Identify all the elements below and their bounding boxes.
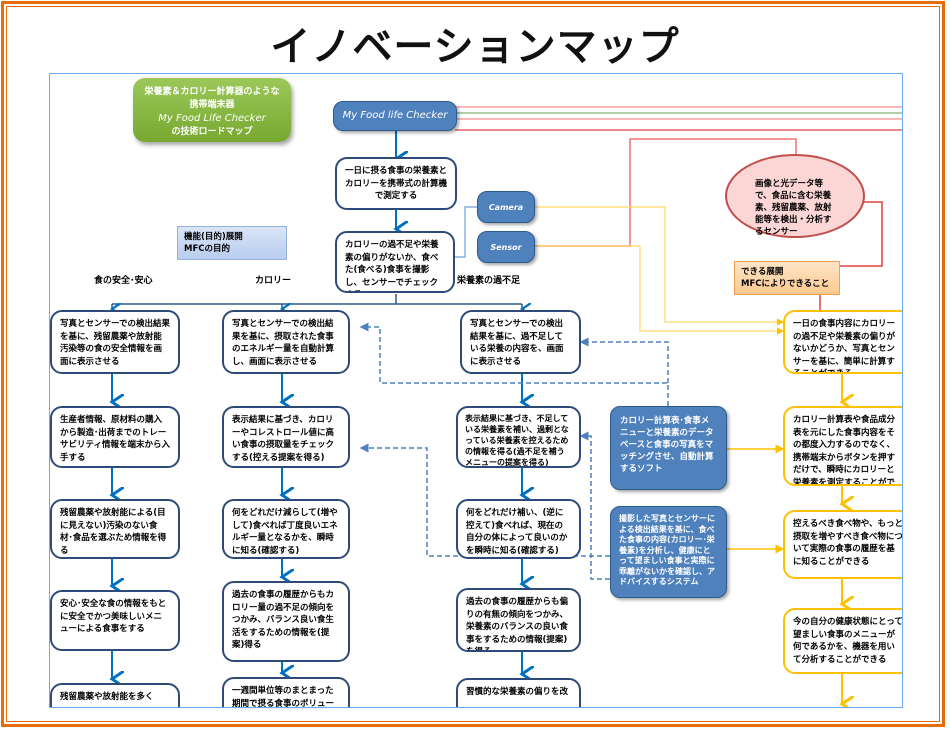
roadmap-title-line: の技術ロードマップ	[171, 127, 253, 137]
legend-capability-title: できる展開	[741, 267, 784, 277]
category-nutrition: 栄養素の過不足	[457, 276, 521, 286]
sensor-yellow-link	[535, 245, 785, 335]
diagram-canvas: 栄養素＆カロリー計算器のような 携帯端末器 My Food Life Check…	[49, 73, 903, 708]
nutrition-node: 写真とセンサーでの検出結果を基に、過不足している栄養の内容を、画面に表示させる	[460, 310, 581, 374]
capability-node: 今の自分の健康状態にとって望ましい食事のメニューが何であるかを、機器を用いて分析…	[783, 608, 902, 674]
calorie-node: 過去の食事の履歴からもカロリー量の過不足の傾向をつかみ、バランス良い食生活をする…	[222, 581, 350, 662]
dashed-link	[579, 337, 669, 383]
calorie-node: 一週間単位等のまとまった期間で摂る食事のボリュー	[222, 677, 350, 707]
capability-node: 一日の食事内容にカロリーの過不足や栄養素の偏りがないかどうか、写真とセンサーを基…	[783, 310, 902, 374]
nutrition-node: 習慣的な栄養素の偏りを改	[456, 678, 581, 707]
capability-node: カロリー計算表や食品成分表を元にした食事内容をその都度入力するのでなく、携帯端末…	[783, 406, 902, 486]
capability-node: 控えるべき食べ物や、もっと摂取を増やすべき食べ物について実際の食事の履歴を基に知…	[783, 510, 902, 579]
software-box: カロリー計算表･食事メニューと栄養素のデータベースと食事の写真をマッチングさせ、…	[610, 406, 727, 490]
safety-node: 残留農薬や放射能を多く	[50, 683, 180, 707]
legend-function-title: 機能(目的)展開	[184, 232, 243, 242]
legend-capability-subtitle: MFCによりできること	[741, 279, 830, 289]
safety-node: 生産者情報、原材料の購入から製造･出荷までのトレーサビリティ情報を端末から入手す…	[50, 406, 180, 468]
check-node: カロリーの過不足や栄養素の偏りがないか、食べた(食べる)食事を撮影し、センサーで…	[335, 231, 455, 293]
safety-node: 安心･安全な食の情報をもとに安全でかつ美味しいメニューによる食事をする	[50, 590, 180, 651]
category-calorie: カロリー	[255, 276, 292, 286]
connector-layer	[50, 106, 902, 708]
roadmap-title-product: My Food Life Checker	[158, 113, 266, 124]
sensor-ellipse: 画像と光データ等で、食品に含む栄養素、残留農薬、放射能等を検出・分析するセンサー	[725, 154, 865, 238]
roadmap-title-box: 栄養素＆カロリー計算器のような 携帯端末器 My Food Life Check…	[133, 78, 291, 142]
nutrition-node: 過去の食事の履歴からも偏りの有無の傾向をつかみ、栄養素のバランスの良い食事をする…	[456, 588, 581, 652]
roadmap-title-line: 携帯端末器	[189, 100, 235, 110]
sensor-box: Sensor	[477, 231, 535, 263]
page-title: イノベーションマップ	[270, 24, 680, 70]
safety-node: 残留農薬や放射能による(目に見えない)汚染のない食材･食品を選ぶため情報を得る	[50, 499, 180, 559]
legend-function-subtitle: MFCの目的	[184, 244, 231, 254]
camera-to-check	[453, 206, 477, 258]
camera-box: Camera	[477, 191, 535, 223]
dashed-link	[579, 431, 610, 580]
system-box: 撮影した写真とセンサーによる検出結果を基に、食べた食事の内容(カロリー･栄養素)…	[610, 506, 727, 598]
top-goal-node: 一日に摂る食事の栄養素とカロリーを携帯式の計算機で測定する	[335, 157, 457, 210]
nutrition-node: 何をどれだけ補い、(逆に控えて)食べれば、現在の自分の体によって良いのかを瞬時に…	[456, 499, 581, 559]
inner-frame	[6, 6, 940, 722]
camera-link	[535, 206, 785, 326]
category-safety: 食の安全･安心	[94, 276, 153, 286]
legend-function: 機能(目的)展開 MFCの目的	[177, 226, 287, 260]
calorie-node: 何をどれだけ減らして(増やして)食べれば丁度良いエネルギー量となるかを、瞬時に知…	[222, 499, 350, 559]
calorie-node: 表示結果に基づき、カロリーやコレストロール値に高い食事の摂取量をチェックする(控…	[222, 406, 350, 468]
nutrition-node: 表示結果に基づき、不足している栄養素を補い、過剰となっている栄養素を控えるための…	[456, 406, 581, 468]
product-box: My Food life Checker	[333, 101, 457, 131]
safety-node: 写真とセンサーでの検出結果を基に、残留農薬や放射能汚染等の食の安全情報を画面に表…	[50, 310, 180, 374]
calorie-node: 写真とセンサーでの検出結果を基に、摂取された食事のエネルギー量を自動計算し、画面…	[222, 310, 350, 374]
legend-capability: できる展開 MFCによりできること	[734, 261, 840, 295]
roadmap-title-line: 栄養素＆カロリー計算器のような	[144, 87, 280, 97]
